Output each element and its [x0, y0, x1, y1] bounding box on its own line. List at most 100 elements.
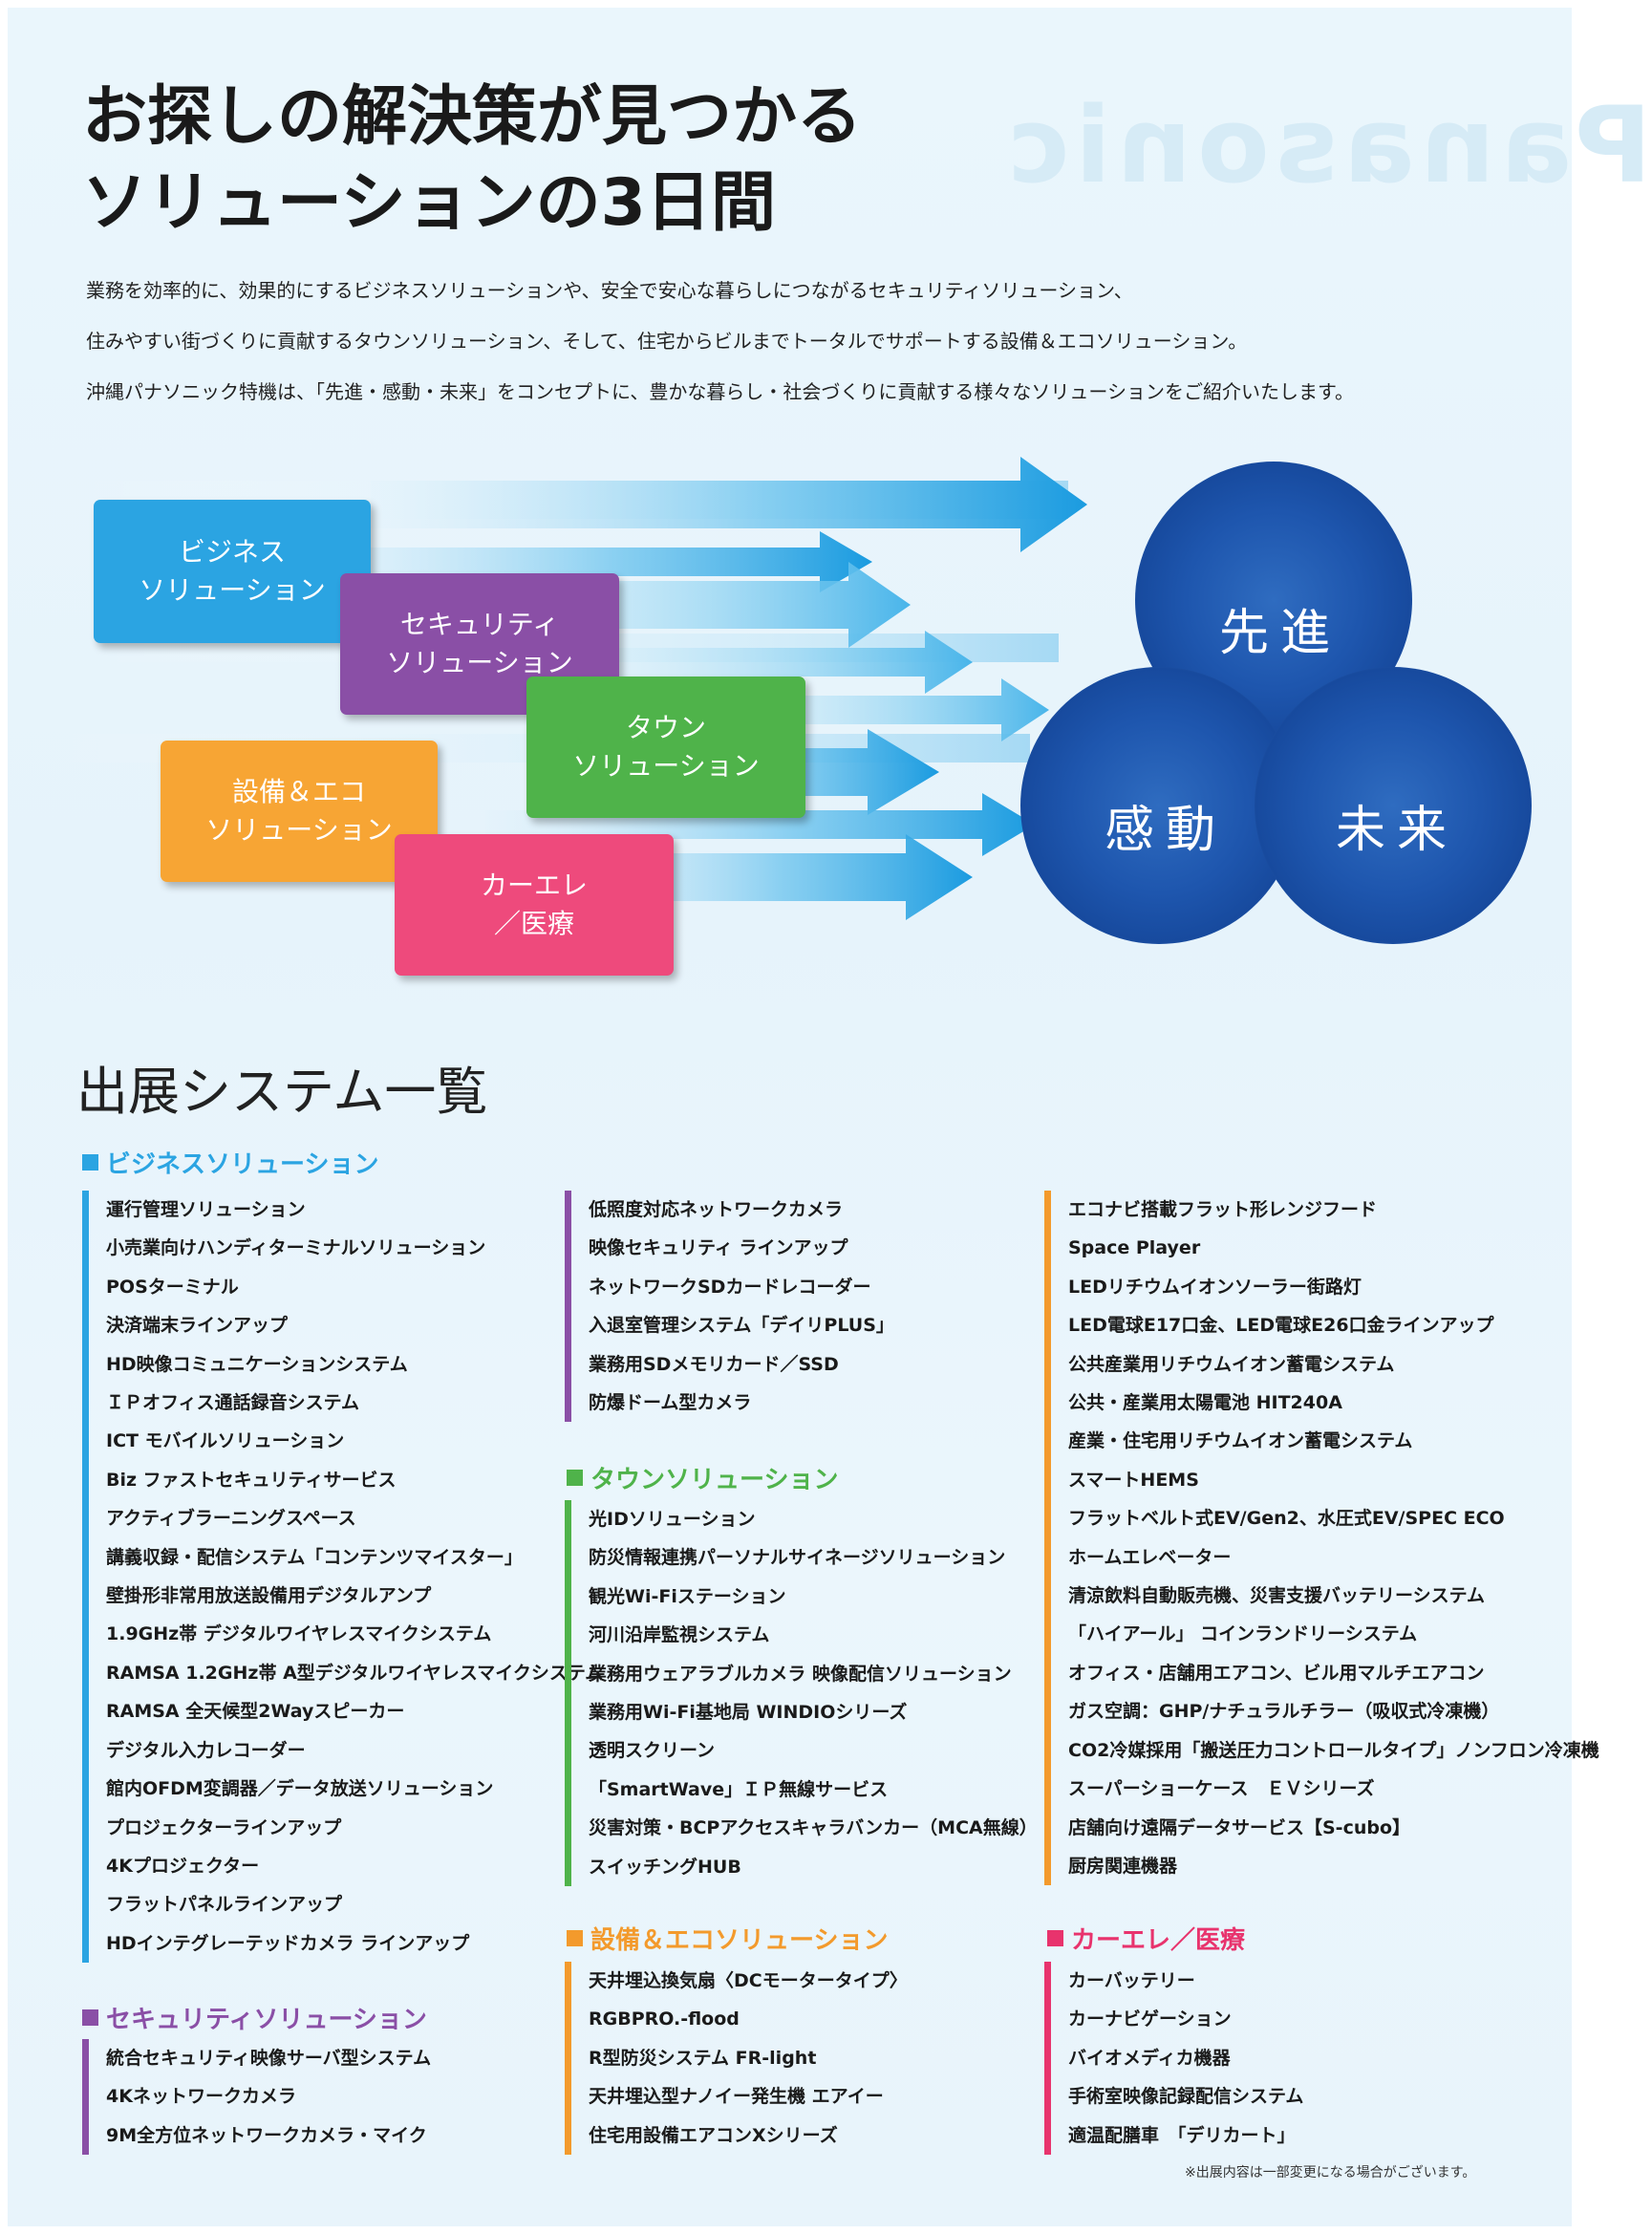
box-town-line1: タウン — [625, 712, 706, 743]
car-medical-list: カーバッテリーカーナビゲーションバイオメディカ機器手術室映像記録配信システム適温… — [1044, 1962, 1303, 2156]
list-item: LEDリチウムイオンソーラー街路灯 — [1068, 1276, 1362, 1298]
list-item: 天井埋込型ナノイー発生機 エアイー — [589, 2086, 884, 2108]
list-item: 産業・住宅用リチウムイオン蓄電システム — [1068, 1430, 1413, 1452]
list-item: スマートHEMS — [1068, 1469, 1199, 1491]
concept-mirai-label: 未来 — [1336, 802, 1459, 859]
list-item: フラットベルト式EV/Gen2、水圧式EV/SPEC ECO — [1068, 1508, 1505, 1530]
list-item: ネットワークSDカードレコーダー — [589, 1276, 871, 1298]
square-marker-icon — [567, 1470, 583, 1486]
list-item: アクティブラーニングスペース — [106, 1508, 356, 1530]
list-item: 業務用SDメモリカード／SSD — [589, 1353, 839, 1375]
list-item: デジタル入力レコーダー — [106, 1739, 306, 1761]
list-item: 業務用Wi-Fi基地局 WINDIOシリーズ — [589, 1702, 908, 1724]
list-item: 低照度対応ネットワークカメラ — [589, 1199, 844, 1220]
list-item: LED電球E17口金、LED電球E26口金ラインアップ — [1068, 1315, 1494, 1337]
list-item: 「ハイアール」 コインランドリーシステム — [1068, 1623, 1418, 1645]
list-item: 業務用ウェアラブルカメラ 映像配信ソリューション — [589, 1663, 1012, 1685]
list-item: 災害対策・BCPアクセスキャラバンカー（MCA無線） — [589, 1817, 1038, 1839]
arrow-shape — [485, 793, 1035, 856]
square-marker-icon — [1047, 1930, 1063, 1946]
list-item: 講義収録・配信システム「コンテンツマイスター」 — [106, 1546, 523, 1568]
category-business-title: ビジネスソリューション — [82, 1145, 378, 1180]
intro-line-3: 沖縄パナソニック特機は、「先進・感動・未来」をコンセプトに、豊かな暮らし・社会づ… — [86, 380, 1354, 403]
list-item: フラットパネルラインアップ — [106, 1894, 343, 1916]
circle-kando — [1020, 667, 1298, 944]
list-item: 透明スクリーン — [589, 1740, 716, 1762]
list-item: 小売業向けハンディターミナルソリューション — [106, 1237, 486, 1259]
list-item: HDインテグレーテッドカメラ ラインアップ — [106, 1932, 470, 1954]
arrow-shape — [676, 678, 1049, 741]
concept-sentan-label: 先進 — [1219, 605, 1342, 662]
box-town-line2: ソリューション — [572, 750, 760, 782]
exhibit-list-heading: 出展システム一覧 — [76, 1062, 488, 1122]
list-item: 防災情報連携パーソナルサイネージソリューション — [589, 1547, 1006, 1569]
box-business-line2: ソリューション — [139, 574, 326, 606]
intro-line-2: 住みやすい街づくりに貢献するタウンソリューション、そして、住宅からビルまでトータ… — [86, 330, 1248, 353]
panasonic-watermark: Panasonic — [1001, 84, 1652, 206]
category-eco-title: 設備＆エコソリューション — [567, 1921, 888, 1956]
list-item: 統合セキュリティ映像サーバ型システム — [106, 2048, 432, 2069]
list-item: 映像セキュリティ ラインアップ — [589, 1237, 848, 1259]
list-item: ホームエレベーター — [1068, 1546, 1232, 1568]
list-item: 決済端末ラインアップ — [106, 1315, 289, 1337]
list-item: RAMSA 1.2GHz帯 A型デジタルワイヤレスマイクシステム — [106, 1662, 604, 1684]
list-item: 光IDソリューション — [589, 1509, 756, 1530]
list-item: カーバッテリー — [1068, 1970, 1195, 1991]
arrow-shape — [371, 457, 1087, 552]
list-item: エコナビ搭載フラット形レンジフード — [1068, 1199, 1378, 1220]
box-car-line1: カーエレ — [480, 870, 588, 901]
page-title: お探しの解決策が見つかる ソリューションの3日間 — [82, 75, 862, 247]
box-eco-solution: 設備＆エコ ソリューション — [161, 741, 438, 882]
list-item: 9M全方位ネットワークカメラ・マイク — [106, 2124, 427, 2146]
box-security-line2: ソリューション — [386, 647, 573, 678]
square-marker-icon — [567, 1930, 583, 1946]
category-car-title: カーエレ／医療 — [1047, 1921, 1245, 1956]
category-business-label: ビジネスソリューション — [106, 1150, 379, 1179]
list-item: スイッチングHUB — [589, 1856, 741, 1878]
list-item: 壁掛形非常用放送設備用デジタルアンプ — [106, 1585, 432, 1607]
list-item: 店舗向け遠隔データサービス【S-cubo】 — [1068, 1816, 1411, 1838]
circle-mirai — [1255, 667, 1532, 944]
box-business-line1: ビジネス — [178, 536, 286, 568]
box-eco-line2: ソリューション — [205, 814, 393, 846]
box-security-solution: セキュリティ ソリューション — [340, 573, 619, 715]
list-item: 天井埋込換気扇〈DCモータータイプ〉 — [589, 1970, 908, 1991]
list-item: ＩＰオフィス通話録音システム — [106, 1392, 360, 1414]
list-item: 厨房関連機器 — [1068, 1855, 1178, 1877]
list-item: スーパーショーケース ＥＶシリーズ — [1068, 1778, 1375, 1800]
list-item: 4Kプロジェクター — [106, 1855, 260, 1877]
list-item: プロジェクターラインアップ — [106, 1816, 342, 1838]
security-list: 統合セキュリティ映像サーバ型システム 4Kネットワークカメラ 9M全方位ネットワーク… — [82, 2039, 432, 2156]
intro-line-1: 業務を効率的に、効果的にするビジネスソリューションや、安全で安心な暮らしにつなが… — [86, 279, 1133, 302]
list-item: カーナビゲーション — [1068, 2008, 1232, 2030]
list-item: RAMSA 全天候型2Wayスピーカー — [106, 1701, 405, 1723]
list-item: バイオメディカ機器 — [1068, 2047, 1231, 2069]
list-item: RGBPRO.-flood — [589, 2008, 740, 2030]
list-item: POSターミナル — [106, 1276, 239, 1298]
list-item: ガス空調：GHP/ナチュラルチラー（吸収式冷凍機） — [1068, 1701, 1500, 1723]
intro-text: 業務を効率的に、効果的にするビジネスソリューションや、安全で安心な暮らしにつなが… — [86, 266, 1519, 418]
box-security-line1: セキュリティ — [399, 609, 560, 640]
town-list: 光IDソリューション防災情報連携パーソナルサイネージソリューション観光Wi-Fi… — [565, 1500, 1038, 1887]
category-town-label: タウンソリューション — [590, 1466, 839, 1494]
list-item: HD映像コミュニケーションシステム — [106, 1353, 408, 1375]
box-car-medical: カーエレ ／医療 — [395, 834, 674, 976]
category-security-title: セキュリティソリューション — [82, 2000, 427, 2035]
list-item: ICT モバイルソリューション — [106, 1430, 345, 1452]
arrow-shape — [294, 531, 872, 592]
title-line-2: ソリューションの3日間 — [82, 165, 776, 241]
list-item: 入退室管理システム「デイリPLUS」 — [589, 1315, 894, 1337]
list-item: 4Kネットワークカメラ — [106, 2086, 296, 2108]
list-item: オフィス・店舗用エアコン、ビル用マルチエアコン — [1068, 1662, 1485, 1684]
list-item: Space Player — [1068, 1237, 1201, 1259]
box-town-solution: タウン ソリューション — [526, 677, 805, 818]
concept-kando-label: 感動 — [1105, 802, 1228, 859]
list-item: 館内OFDM変調器／データ放送ソリューション — [106, 1778, 494, 1800]
box-car-line2: ／医療 — [493, 908, 574, 939]
security-list-continued: 低照度対応ネットワークカメラ映像セキュリティ ラインアップネットワークSDカード… — [565, 1191, 894, 1423]
list-item: 防爆ドーム型カメラ — [589, 1392, 752, 1414]
list-item: Biz ファストセキュリティサービス — [106, 1469, 397, 1491]
